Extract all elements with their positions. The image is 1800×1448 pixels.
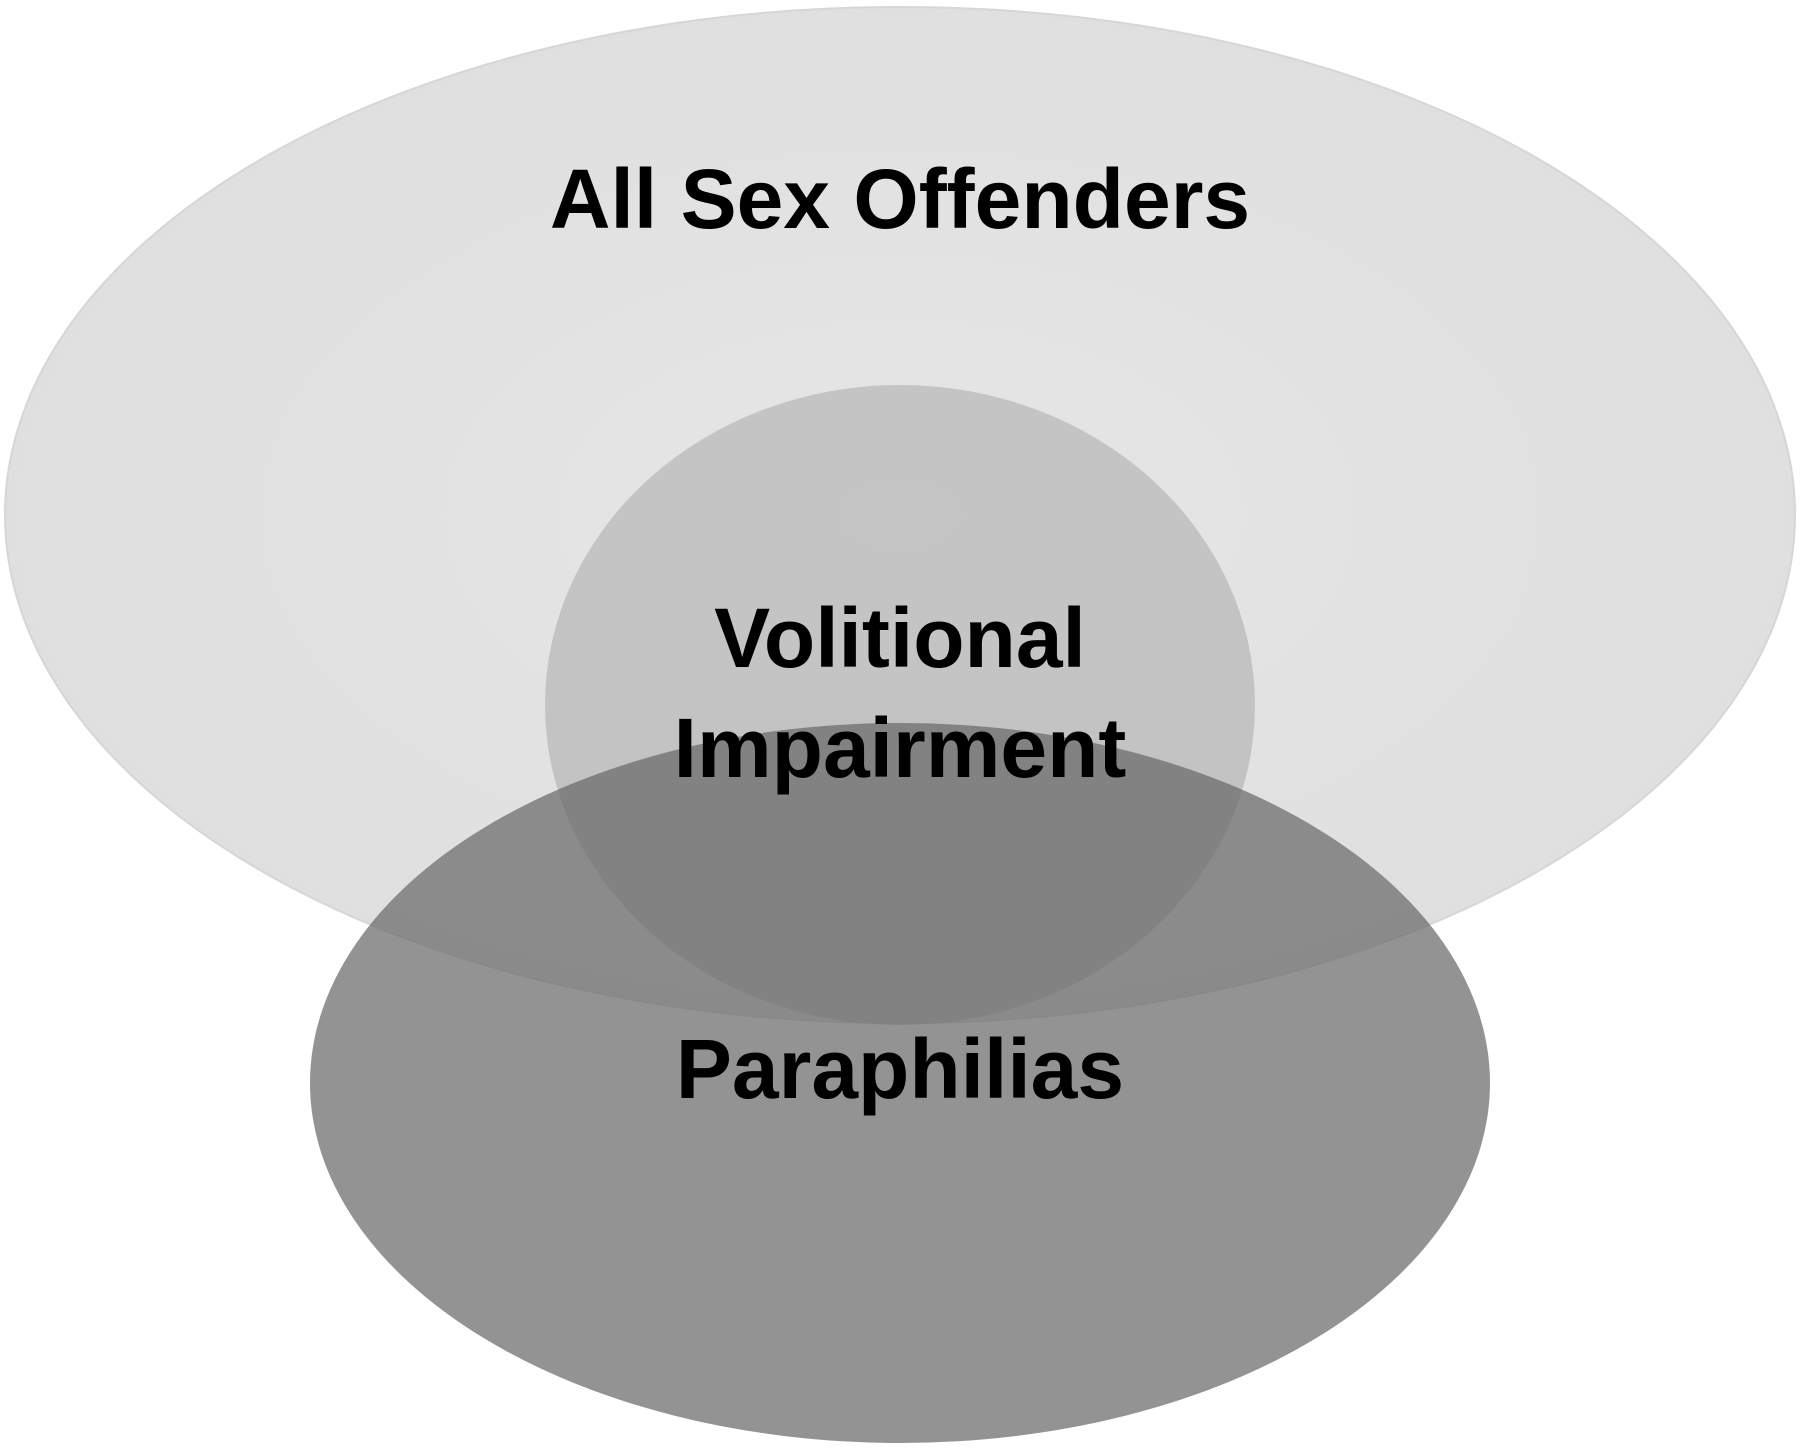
paraphilias-label: Paraphilias bbox=[676, 1022, 1124, 1116]
impairment-label: Impairment bbox=[674, 701, 1127, 795]
all-sex-offenders-label: All Sex Offenders bbox=[550, 152, 1250, 246]
paraphilias-ellipse bbox=[310, 723, 1490, 1443]
volitional-label: Volitional bbox=[714, 591, 1086, 685]
